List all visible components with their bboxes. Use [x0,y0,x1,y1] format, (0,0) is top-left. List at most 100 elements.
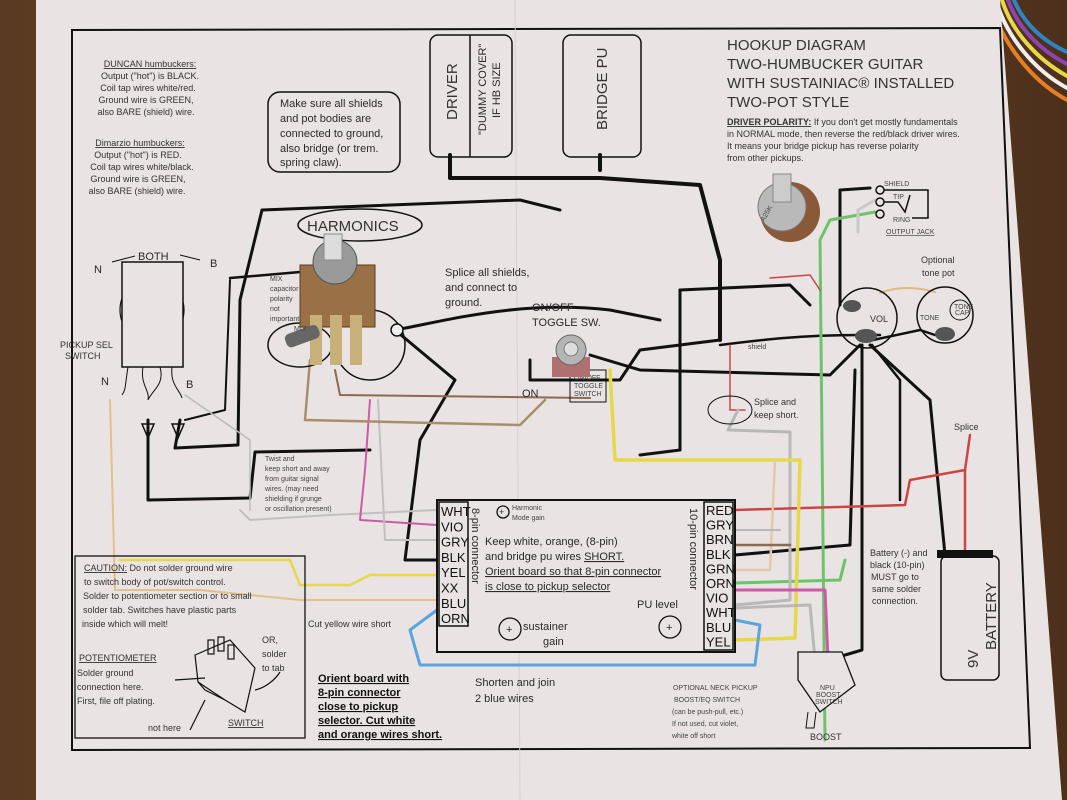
bridge-label: B [210,258,217,270]
harmonics-pot: HARMONICS MIX capacitor polarity not imp… [267,208,423,381]
ten-pin-gry: GRY [706,518,734,533]
jack-tip-label: TIP [893,194,904,201]
twist-note-line: Twist and [265,456,295,463]
dimarzio-line: Output ("hot") is RED. [94,150,181,160]
eight-pin-yel: YEL [441,565,466,580]
neck-boost-line: white off short [671,733,716,740]
dimarzio-line: Coil tap wires white/black. [90,162,194,172]
jack-ring-label: RING [893,217,911,224]
pickup-sel-label: SWITCH [65,351,101,361]
shield-note-line: spring claw). [280,157,342,169]
solder-ground-line: First, file off plating. [77,696,155,706]
shield-note: Make sure all shields and pot bodies are… [267,91,401,173]
splice-label: Splice [954,422,979,432]
ten-pin-yel: YEL [706,634,731,649]
battery-note-line: MUST go to [871,572,919,582]
caution-line: to switch body of pot/switch control. [84,577,226,587]
toggle-body-label: TOGGLE [574,383,603,390]
battery-label: BATTERY [983,582,1000,650]
optional-tone-label: tone pot [922,268,955,278]
shorten-blue-line: 2 blue wires [475,693,534,705]
svg-text:and bridge pu wires SHORT.: and bridge pu wires SHORT. [485,551,624,563]
dummy-cover-label: "DUMMY COVER" [477,44,489,135]
board-note-line: Orient board so that 8-pin connector [485,566,661,578]
driver-pickup: DRIVER "DUMMY COVER" IF HB SIZE [429,34,513,158]
harmonic-gain-label: Harmonic [512,505,542,512]
driver-label: DRIVER [444,63,461,120]
battery: 9V BATTERY Battery (-) and black (10-pin… [870,548,1000,681]
neck-boost-line: If not used, cut violet, [672,721,738,728]
mix-note-line: capacitor [270,286,299,293]
ten-pin-red: RED [706,503,733,518]
shield-note-line: Make sure all shields [280,98,383,110]
svg-text:CAUTION: Do not solder ground: CAUTION: Do not solder ground wire [84,563,233,573]
paper-fold [514,0,521,800]
splice-keep-short: Splice and keep short. [707,395,799,425]
splice-shields-line: ground. [445,297,482,309]
title-line: WITH SUSTAINIAC® INSTALLED [727,75,954,92]
volume-pot: VOL [836,287,898,349]
switch-sketch [174,636,281,731]
eight-pin-blu: BLU [441,596,466,611]
caution-line: solder tab. Switches have plastic parts [83,605,237,615]
or-tab-line: OR, [262,635,278,645]
or-tab-line: to tab [262,663,285,673]
pickup-sel-label: PICKUP SEL [60,340,113,350]
harmonics-label: HARMONICS [307,218,399,235]
neck-boost-switch: OPTIONAL NECK PICKUP BOOST/EQ SWITCH (ca… [671,651,856,742]
orient-board-line: selector. Cut white [318,715,415,727]
svg-text:DRIVER POLARITY: If you don't: DRIVER POLARITY: If you don't get mostly… [727,117,958,127]
eight-pin-blk: BLK [441,550,466,565]
not-here-label: not here [148,723,181,733]
shield-label: shield [748,344,766,351]
tone-pot: TONE TONE CAP Optional tone pot [916,255,974,344]
orient-board-line: Orient board with [318,673,409,685]
eight-pin-orn: ORN [441,611,470,626]
mix-note-line: polarity [270,296,293,303]
npu-switch-label: BOOST [816,692,841,699]
toggle-body-label: SWITCH [574,391,602,398]
output-jack: SHIELD TIP RING OUTPUT JACK [875,181,935,236]
output-jack-label: OUTPUT JACK [886,229,935,236]
bridge-bottom-label: B [186,379,193,391]
battery-note-line: black (10-pin) [870,560,925,570]
harmonic-gain-label: Mode gain [512,515,545,522]
shorten-blue-line: Shorten and join [475,677,555,689]
twist-note-line: or oscillation present) [265,506,332,513]
shield-note-line: connected to ground, [280,128,383,140]
dummy-cover-label: IF HB SIZE [491,62,503,118]
eight-pin-wht: WHT [441,504,471,519]
title-line: TWO-HUMBUCKER GUITAR [727,56,924,73]
driver-polarity-line: from other pickups. [727,153,804,163]
driver-polarity-line: If you don't get mostly fundamentals [814,117,958,127]
dimarzio-note: Dimarzio humbuckers: Output ("hot") is R… [88,138,193,196]
loose-potentiometer: A25K [757,173,820,242]
battery-note-line: same solder [872,584,921,594]
ten-pin-connector-label: 10-pin connector [687,508,699,590]
paper-border [71,26,1032,752]
sustainer-gain-trimpot: + [506,624,512,636]
splice-keep-short-line: keep short. [754,410,799,420]
duncan-line: Ground wire is GREEN, [98,95,193,105]
boost-label: BOOST [810,732,842,742]
sustainer-gain-label: gain [543,636,564,648]
tone-cap-label: TONE [954,304,974,311]
twist-note-line: wires. (may need [264,486,318,493]
twist-note-line: shielding if grunge [265,496,322,503]
orient-board-line: and orange wires short. [318,729,442,741]
switch-label: SWITCH [228,718,264,728]
tone-label: TONE [920,315,940,322]
splice-keep-short-line: Splice and [754,397,796,407]
mix-note-line: MIX [294,326,307,333]
duncan-line: Output ("hot") is BLACK. [101,71,199,81]
caution-box: CAUTION: Do not solder ground wire to sw… [74,555,306,739]
twist-note-line: keep short and away [265,466,330,473]
eight-pin-gry: GRY [441,535,469,550]
harmonic-gain-trimpot: + [499,507,504,517]
jack-shield-label: SHIELD [884,181,909,188]
ten-pin-wht: WHT [706,605,736,620]
dimarzio-heading: Dimarzio humbuckers: [95,138,185,148]
